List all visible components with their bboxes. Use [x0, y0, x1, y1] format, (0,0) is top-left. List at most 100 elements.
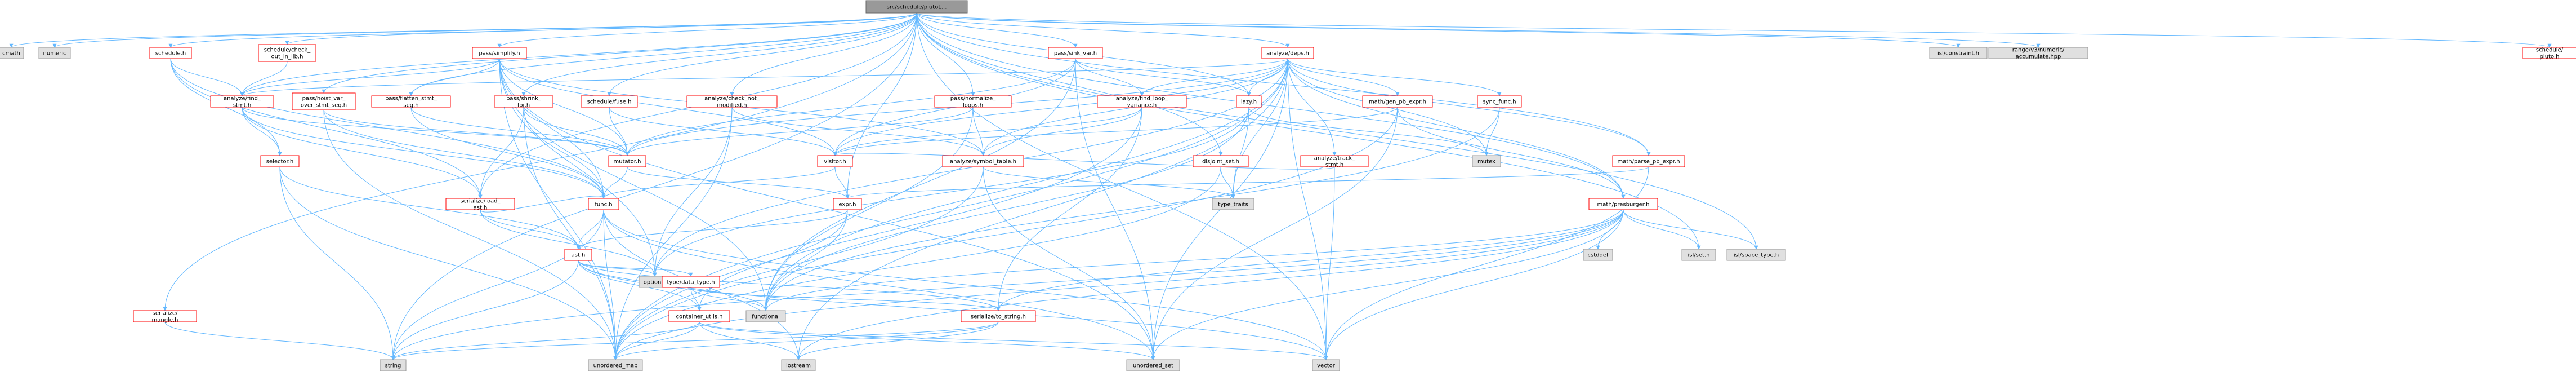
edge-root-to-isl_space_type	[916, 12, 1758, 250]
node-find-stmt[interactable]: analyze/find_stmt.h	[210, 95, 274, 109]
node-label: optional	[644, 280, 667, 286]
node-label: type/data_type.h	[667, 280, 715, 286]
node-expr-h[interactable]: expr.h	[833, 198, 862, 210]
node-box	[1726, 249, 1786, 261]
node-shrink-for[interactable]: pass/shrink_for.h	[494, 95, 553, 109]
edge-shrink_for-to-unordered_map	[523, 107, 618, 360]
edge-sync_func-to-mutex	[1484, 107, 1500, 156]
node-check-out-in-lib[interactable]: schedule/check_out_in_lib.h	[258, 44, 316, 62]
edge-normalize_loops-to-functional	[764, 107, 974, 311]
node-label: numeric	[43, 51, 66, 57]
node-box	[1472, 155, 1501, 167]
node-selector[interactable]: selector.h	[260, 155, 300, 167]
edge-data_type-to-to_string	[690, 287, 1001, 311]
node-numeric: numeric	[38, 47, 71, 59]
node-func-h[interactable]: func.h	[588, 198, 619, 210]
node-schedule-fuse[interactable]: schedule/fuse.h	[581, 95, 638, 108]
node-gen-pb-expr[interactable]: math/gen_pb_expr.h	[1362, 95, 1433, 108]
node-box	[1583, 249, 1613, 261]
node-box	[380, 359, 407, 371]
node-parse-pb-expr[interactable]: math/parse_pb_expr.h	[1612, 155, 1685, 167]
edge-parse_pb_expr-to-expr_h	[845, 166, 1649, 199]
edge-root-to-deps	[916, 12, 1290, 48]
node-box	[1300, 155, 1369, 167]
node-ranges-accumulate: range/v3/numeric/accumulate.hpp	[1988, 47, 2088, 60]
node-data-type[interactable]: type/data_type.h	[662, 276, 720, 288]
edge-root-to-ranges_accumulate	[916, 12, 2041, 48]
edge-deps-to-lazy	[1247, 58, 1288, 96]
node-check-not-modified[interactable]: analyze/check_not_modified.h	[686, 95, 778, 109]
node-box	[668, 310, 730, 322]
edge-ast_h-to-optional	[578, 260, 657, 277]
node-to-string[interactable]: serialize/to_string.h	[961, 310, 1036, 322]
node-container-utils[interactable]: container_utils.h	[668, 310, 730, 322]
edge-deps-to-sync_func	[1287, 58, 1502, 96]
node-box	[1261, 47, 1314, 59]
edge-root-to-schedule_fuse	[607, 12, 917, 96]
edge-sink_var-to-find_loop_variance	[1075, 58, 1144, 96]
node-label: schedule/pluto.h	[2536, 47, 2564, 60]
node-flatten[interactable]: pass/flatten_stmt_seq.h	[371, 95, 451, 109]
edge-root-to-numeric	[52, 12, 917, 48]
edge-schedule_fuse-to-visitor	[609, 107, 837, 156]
node-sink-var[interactable]: pass/sink_var.h	[1048, 47, 1103, 59]
node-symbol-table[interactable]: analyze/symbol_table.h	[942, 155, 1024, 167]
node-ast-h[interactable]: ast.h	[564, 249, 592, 261]
node-label: pass/shrink_for.h	[506, 96, 542, 109]
edge-func_h-to-unordered_map	[603, 209, 618, 360]
node-box	[1988, 47, 2088, 59]
node-normalize-loops[interactable]: pass/normalize_loops.h	[934, 95, 1012, 109]
node-hoist-var[interactable]: pass/hoist_var_over_stmt_seq.h	[292, 92, 356, 110]
node-lazy[interactable]: lazy.h	[1236, 95, 1262, 108]
node-mutator[interactable]: mutator.h	[608, 155, 646, 167]
node-box	[371, 95, 451, 108]
node-sync-func[interactable]: sync_func.h	[1477, 95, 1522, 108]
edge-check_not_modified-to-symbol_table	[731, 107, 985, 156]
node-visitor[interactable]: visitor.h	[817, 155, 853, 167]
edge-presburger-to-isl_set	[1623, 209, 1701, 250]
node-box	[260, 155, 300, 167]
edge-find_loop_variance-to-unordered_map	[613, 107, 1142, 360]
node-track-stmt[interactable]: analyze/track_stmt.h	[1300, 155, 1369, 169]
edge-to_string-to-iostream	[796, 321, 999, 360]
edge-sink_var-to-unordered_set	[1075, 58, 1155, 360]
node-schedule-pluto[interactable]: schedule/pluto.h	[2522, 47, 2576, 60]
edge-shrink_for-to-mutator	[523, 107, 630, 156]
edge-selector-to-ast_h	[279, 166, 581, 250]
node-box	[1236, 95, 1262, 108]
edge-presburger-to-iostream	[796, 209, 1624, 360]
node-find-loop-variance[interactable]: analyze/find_loop_variance.h	[1097, 95, 1187, 109]
node-disjoint-set[interactable]: disjoint_set.h	[1193, 155, 1249, 167]
edge-find_stmt-to-selector	[242, 107, 282, 156]
node-box	[608, 155, 646, 167]
node-label: unordered_set	[1133, 363, 1173, 369]
edge-func_h-to-string	[391, 209, 604, 360]
node-label: disjoint_set.h	[1202, 159, 1239, 165]
node-deps[interactable]: analyze/deps.h	[1261, 47, 1314, 59]
node-box	[1362, 95, 1433, 108]
node-schedule-h[interactable]: schedule.h	[149, 47, 192, 59]
node-box	[292, 92, 356, 110]
node-load-ast[interactable]: serialize/load_ast.h	[445, 198, 515, 211]
node-serialize-mangle[interactable]: serialize/mangle.h	[133, 310, 197, 324]
node-presburger[interactable]: math/presburger.h	[1588, 198, 1658, 210]
edge-serialize_mangle-to-string	[164, 321, 395, 360]
node-label: unordered_map	[593, 363, 638, 369]
node-label: functional	[752, 314, 780, 320]
node-simplify[interactable]: pass/simplify.h	[472, 47, 527, 59]
node-box	[1097, 95, 1187, 108]
edge-root-to-shrink_for	[521, 12, 917, 96]
node-label: visitor.h	[824, 159, 846, 165]
edge-visitor-to-func_h	[601, 166, 836, 199]
edge-to_string-to-string	[391, 321, 999, 360]
edge-lazy-to-optional	[653, 107, 1249, 277]
node-label: math/parse_pb_expr.h	[1617, 159, 1680, 165]
edge-deps-to-find_stmt	[240, 58, 1288, 96]
node-root[interactable]: src/schedule/plutoL...	[865, 0, 968, 14]
node-label: isl/constraint.h	[1937, 51, 1979, 57]
edge-shrink_for-to-load_ast	[478, 107, 524, 199]
edge-data_type-to-functional	[690, 287, 768, 311]
edge-check_not_modified-to-optional	[653, 107, 733, 277]
edge-root-to-string	[391, 12, 917, 360]
